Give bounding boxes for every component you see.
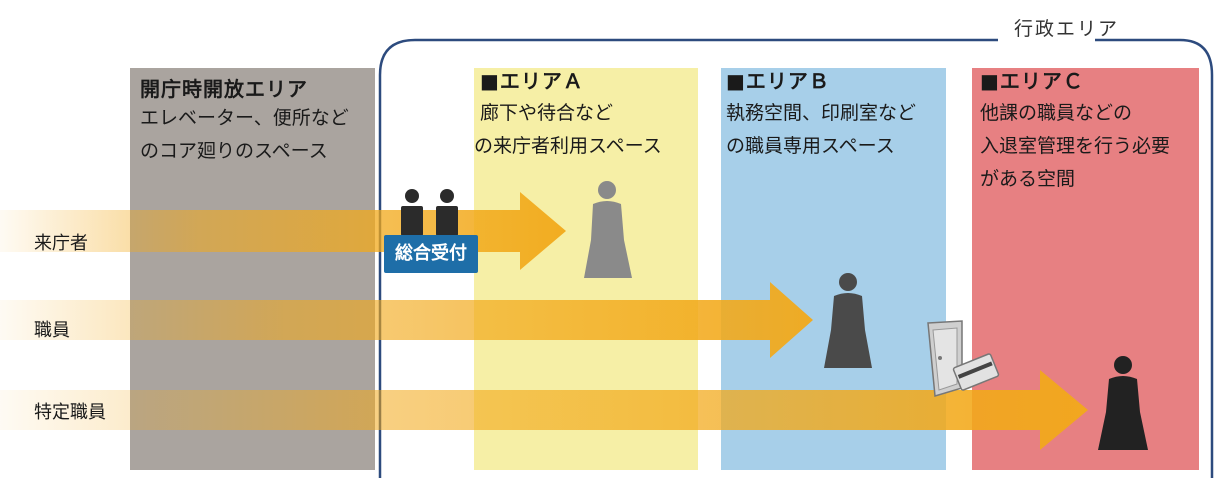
- zone-open-desc-line2: のコア廻りのスペース: [140, 140, 328, 162]
- row-label-staff: 職員: [34, 320, 70, 341]
- person-icon: [824, 273, 872, 368]
- card-icon: [952, 353, 1000, 391]
- zone-b-desc-line2: の職員専用スペース: [726, 135, 895, 157]
- zone-open-desc-line1: エレベーター、便所など: [140, 107, 349, 129]
- zone-b-desc-line1: 執務空間、印刷室など: [726, 102, 917, 124]
- row-label-specific-staff: 特定職員: [34, 402, 106, 423]
- visitor-arrow: [0, 192, 566, 270]
- zone-a-desc-line2: の来庁者利用スペース: [474, 135, 662, 157]
- person-icon: [584, 181, 632, 278]
- person-icon: [401, 189, 458, 236]
- admin-area-border: [378, 38, 1214, 478]
- row-label-visitor: 来庁者: [34, 233, 88, 254]
- admin-area-label: 行政エリア: [1014, 18, 1120, 40]
- zone-c-desc-line1: 他課の職員などの: [980, 102, 1133, 124]
- zone-c-title: ■エリアＣ: [980, 69, 1084, 93]
- zone-c-desc-line3: がある空間: [980, 168, 1076, 190]
- reception-desk: 総合受付: [384, 235, 478, 273]
- zone-open-title: 開庁時開放エリア: [140, 77, 308, 101]
- zone-c-desc-line2: 入退室管理を行う必要: [980, 135, 1171, 157]
- zone-b-title: ■エリアＢ: [726, 69, 830, 93]
- specific-staff-arrow: [0, 370, 1088, 450]
- person-icon: [1098, 356, 1148, 450]
- staff-arrow: [0, 282, 813, 358]
- zone-a-title: ■エリアＡ: [480, 69, 584, 93]
- door-icon: [927, 320, 963, 397]
- zone-a-desc-line1: 廊下や待合など: [480, 102, 614, 124]
